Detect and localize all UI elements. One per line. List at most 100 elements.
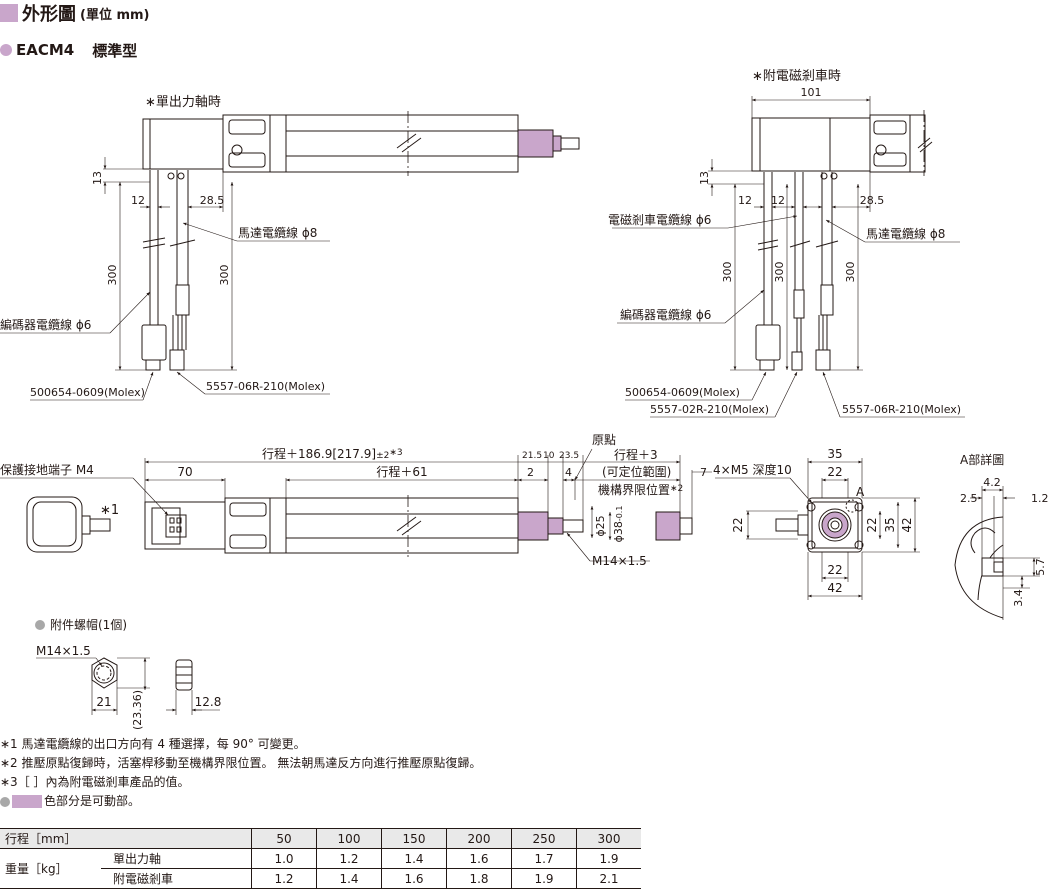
stroke-cell: 50 [251, 828, 317, 849]
origin-label: 原點 [592, 433, 616, 447]
note-4-text: 色部分是可動部。 [44, 794, 141, 808]
dim-12-8-nut: 12.8 [195, 695, 222, 709]
note-1: ∗1 馬達電纜線的出口方向有 4 種選擇，每 90° 可變更。 [0, 737, 306, 751]
note-3: ∗3［ ］內為附電磁剎車產品的值。 [0, 775, 190, 789]
header-color-square [0, 4, 18, 22]
dim-300-brake-b: 300 [773, 262, 786, 283]
dim-300-brake-c: 300 [844, 262, 857, 283]
dim-23-36-nut: (23.36) [131, 690, 144, 730]
weight-cell: 1.4 [381, 848, 447, 869]
weight-cell: 1.2 [251, 868, 317, 889]
dim-7: 7 [700, 466, 707, 479]
dim-5-7: 5.7 [1034, 558, 1047, 576]
legend-swatch [12, 795, 42, 808]
dim-23-5: 23.5 [559, 451, 579, 461]
section-title: 外形圖 [22, 4, 76, 25]
dim-12-brake-a: 12 [738, 194, 752, 207]
connector-motor-brake: 5557-06R-210(Molex) [842, 403, 961, 416]
table-row: 附電磁剎車 1.2 1.4 1.6 1.8 1.9 2.1 [0, 868, 641, 889]
model-name: EACM4 [16, 41, 75, 59]
detail-mark-a: A [856, 485, 865, 499]
dim-10: 10 [543, 451, 555, 461]
dim-3-4: 3.4 [1012, 589, 1025, 607]
dim-4: 4 [565, 466, 572, 479]
dim-22-bottom: 22 [827, 563, 842, 577]
dim-12-brake-b: 12 [771, 194, 785, 207]
stroke-cell: 250 [511, 828, 577, 849]
weight-cell: 1.4 [316, 868, 382, 889]
movable-range-label: (可定位範圍) [602, 464, 671, 479]
dim-total-length: 行程＋186.9[217.9]±2∗3 [262, 446, 403, 461]
table-header-row: 行程［mm］ 50 100 150 200 250 300 [0, 828, 641, 849]
weight-label: 重量［kg］ [0, 848, 101, 889]
table-row: 重量［kg］ 單出力軸 1.0 1.2 1.4 1.6 1.7 1.9 [0, 848, 641, 889]
encoder-cable-label-single: 編碼器電纜線 ϕ6 [0, 317, 91, 332]
weight-cell: 1.8 [446, 868, 512, 889]
dim-28-5-single: 28.5 [200, 194, 225, 207]
notes-block: ∗1 馬達電纜線的出口方向有 4 種選擇，每 90° 可變更。 ∗2 推壓原點復… [0, 735, 481, 811]
detail-a-title: A部詳圖 [960, 452, 1004, 467]
ground-terminal-label: 保護接地端子 M4 [0, 462, 94, 477]
model-heading: EACM4 標準型 [0, 40, 137, 60]
weight-cell: 1.0 [251, 848, 317, 869]
dim-22-right: 22 [865, 517, 879, 532]
dim-300-single-a: 300 [106, 265, 119, 286]
dim-28-5-brake: 28.5 [860, 194, 885, 207]
main-side-view [0, 448, 712, 562]
dim-35-top: 35 [827, 447, 842, 461]
note-2: ∗2 推壓原點復歸時，活塞桿移動至機構界限位置。 無法朝馬達反方向進行推壓原點復… [0, 756, 482, 770]
weight-cell: 1.7 [511, 848, 577, 869]
dim-35-right: 35 [883, 517, 897, 532]
weight-cell: 1.9 [511, 868, 577, 889]
nut-thread-label: M14×1.5 [36, 644, 91, 658]
legend-dot [0, 796, 10, 807]
dim-2: 2 [527, 466, 534, 479]
brake-cable-label: 電磁剎車電纜線 ϕ6 [608, 212, 711, 227]
stroke-cell: 100 [316, 828, 382, 849]
connector-encoder-single: 500654-0609(Molex) [30, 386, 145, 399]
dim-22-top: 22 [827, 465, 842, 479]
dim-4-2: 4.2 [983, 476, 1001, 489]
encoder-cable-label-brake: 編碼器電纜線 ϕ6 [620, 307, 711, 322]
note1-mark: ∗1 [100, 503, 119, 518]
nut-view [36, 657, 220, 715]
dim-300-single-b: 300 [218, 265, 231, 286]
dim-stroke-61: 行程＋61 [376, 464, 427, 479]
single-shaft-view [0, 111, 580, 401]
unit-note: (單位 mm) [80, 7, 150, 23]
dim-70: 70 [177, 465, 192, 479]
note-4: 色部分是可動部。 [0, 792, 481, 811]
connector-brake-brake: 5557-02R-210(Molex) [650, 403, 769, 416]
single-shaft-title: ∗單出力軸時 [145, 95, 221, 110]
weight-cell: 1.6 [446, 848, 512, 869]
connector-encoder-brake: 500654-0609(Molex) [625, 386, 740, 399]
model-type: 標準型 [92, 41, 138, 60]
dim-13-single: 13 [91, 171, 104, 185]
tapped-holes-label: 4×M5 深度10 [713, 462, 792, 477]
dim-stroke-3: 行程＋3 [614, 447, 658, 462]
stroke-cell: 200 [446, 828, 512, 849]
weight-cell: 1.9 [576, 848, 641, 869]
dim-42-right: 42 [900, 517, 914, 532]
mech-limit-label: 機構界限位置∗2 [598, 482, 683, 497]
weight-table: 行程［mm］ 50 100 150 200 250 300 重量［kg］ 單出力… [0, 828, 641, 889]
dia-38: ϕ38-0.1 [612, 506, 625, 543]
nut-title: 附件螺帽(1個) [50, 617, 127, 632]
thread-label-main: M14×1.5 [592, 554, 647, 568]
dim-21-5: 21.5 [522, 451, 542, 461]
stroke-cell: 300 [576, 828, 641, 849]
nut-bullet-dot [35, 620, 45, 630]
dim-21-nut: 21 [96, 695, 111, 709]
stroke-cell: 150 [381, 828, 447, 849]
dim-2-5: 2.5 [960, 492, 978, 505]
weight-cell: 2.1 [576, 868, 641, 889]
detail-a-view [954, 486, 1040, 620]
dim-300-brake-a: 300 [721, 262, 734, 283]
weight-cell: 1.2 [316, 848, 382, 869]
section-header: 外形圖 (單位 mm) [0, 0, 150, 26]
motor-cable-label-single: 馬達電纜線 ϕ8 [238, 225, 317, 240]
row-label: 附電磁剎車 [101, 868, 252, 889]
dim-1-2: 1.2 [1031, 492, 1048, 505]
